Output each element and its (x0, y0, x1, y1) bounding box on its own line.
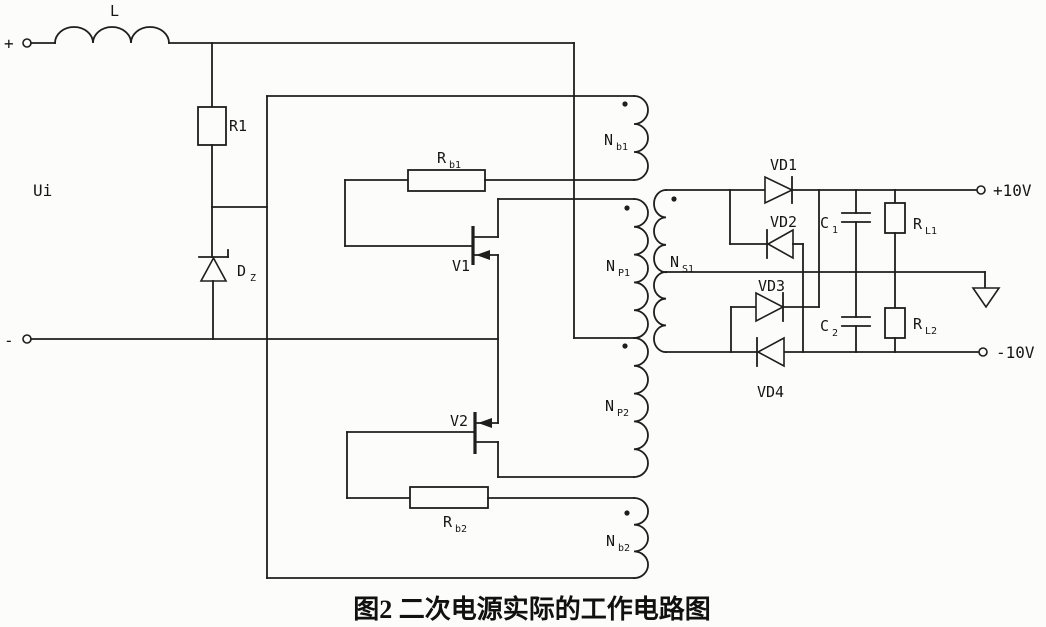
input-positive-terminal: + (4, 34, 56, 53)
inductor-label: L (110, 2, 119, 20)
v2-label: V2 (450, 412, 468, 430)
c2-label-sub: 2 (832, 328, 838, 339)
rb1-label-main: R (437, 149, 447, 167)
diode-triangle (755, 291, 785, 323)
ns1-label-sub: S1 (682, 264, 694, 275)
resistor-body (409, 486, 489, 509)
rb1-label-sub: b1 (449, 160, 461, 171)
polarity-dot (624, 510, 630, 516)
ns1-label-main: N (670, 253, 679, 271)
output-positive-terminal: +10V (976, 181, 1032, 200)
figure-caption: 图2 二次电源实际的工作电路图 (353, 594, 711, 624)
rl2-label-sub: L2 (925, 326, 937, 337)
resistor-Rb2: R b2 (409, 486, 635, 535)
resistor-Rb1: R b1 (344, 149, 635, 192)
rl1-label-sub: L1 (925, 226, 937, 237)
np2-label-main: N (605, 397, 614, 415)
vd4-label: VD4 (757, 383, 784, 401)
resistor-RL1: R L1 (884, 189, 937, 273)
nb1-label-sub: b1 (616, 142, 628, 153)
resistor-R1: R1 (197, 42, 247, 258)
vd2-label: VD2 (770, 213, 797, 231)
vd1-label: VD1 (770, 156, 797, 174)
rb2-label-sub: b2 (455, 524, 467, 535)
inductor-L: L (54, 2, 170, 44)
diode-VD2: VD2 (729, 189, 804, 353)
rb2-label-main: R (443, 513, 453, 531)
input-voltage-label: Ui (33, 181, 52, 200)
polarity-dot (622, 101, 628, 107)
c1-label-sub: 1 (832, 225, 838, 236)
terminal-circle (22, 334, 32, 344)
output-negative-terminal: -10V (978, 343, 1035, 362)
diode-triangle (766, 228, 794, 260)
winding-NS1: N S1 (653, 189, 694, 354)
resistor-body (407, 169, 486, 192)
nb2-label-sub: b2 (618, 543, 630, 554)
winding-NP2: N P2 (605, 337, 649, 478)
np1-label-main: N (606, 257, 615, 275)
transistor-V2: V2 (450, 412, 635, 478)
polarity-dot (624, 205, 630, 211)
rl2-label-main: R (913, 315, 923, 333)
resistor-RL2: R L2 (884, 271, 937, 353)
positive-supply-rail (168, 42, 635, 339)
resistor-body (884, 202, 906, 234)
bias-bus-wire (266, 95, 635, 579)
nb2-label-main: N (606, 532, 615, 550)
coil-lower (653, 271, 667, 354)
vd3-label: VD3 (758, 277, 785, 295)
inductor-coil (54, 26, 170, 44)
winding-NP1: N P1 (606, 198, 649, 339)
coil (633, 497, 649, 580)
terminal-circle (976, 185, 986, 195)
diode-VD3: VD3 (730, 189, 820, 353)
resistor-body (884, 307, 906, 339)
ground-symbol (971, 271, 1001, 309)
c1-label-main: C (820, 214, 829, 232)
zener-diode-Dz: D Z (198, 249, 256, 340)
plus10v-label: +10V (993, 181, 1032, 200)
coil (633, 198, 649, 339)
transistor-V1: V1 (452, 198, 635, 275)
v1-label: V1 (452, 257, 470, 275)
zener-triangle (199, 256, 228, 282)
coil (633, 95, 649, 181)
v2-base-wire (346, 431, 474, 499)
resistor-body (197, 106, 227, 146)
coil (633, 337, 649, 478)
v1-base-wire (344, 179, 473, 247)
nb1-label-main: N (604, 131, 613, 149)
rl1-label-main: R (913, 215, 923, 233)
diode-VD4: VD4 (756, 336, 785, 401)
capacitor-C2: C 2 (820, 271, 871, 353)
diode-triangle (756, 336, 785, 368)
np2-label-sub: P2 (617, 408, 629, 419)
winding-Nb2: N b2 (606, 497, 649, 580)
diode-VD1: VD1 (764, 156, 797, 205)
dz-label-main: D (237, 262, 246, 280)
np1-label-sub: P1 (618, 268, 630, 279)
minus10v-label: -10V (996, 343, 1035, 362)
input-negative-terminal: - (4, 331, 499, 350)
diode-triangle (764, 175, 794, 205)
dz-label-sub: Z (250, 273, 256, 284)
coil-upper (653, 189, 667, 274)
ui-label: Ui (33, 181, 52, 200)
r1-label: R1 (229, 117, 247, 135)
c2-label-main: C (820, 317, 829, 335)
emitter-arrow (476, 250, 490, 260)
ground-triangle (971, 287, 1001, 309)
polarity-dot (622, 343, 628, 349)
minus-sign-label: - (4, 331, 14, 350)
terminal-circle (978, 347, 988, 357)
plus-sign-label: + (4, 34, 14, 53)
emitter-arrow (478, 418, 492, 428)
secondary-rails (665, 189, 986, 353)
capacitor-C1: C 1 (820, 189, 871, 273)
polarity-dot (671, 196, 677, 202)
winding-Nb1: N b1 (604, 95, 649, 181)
terminal-circle (22, 38, 32, 48)
